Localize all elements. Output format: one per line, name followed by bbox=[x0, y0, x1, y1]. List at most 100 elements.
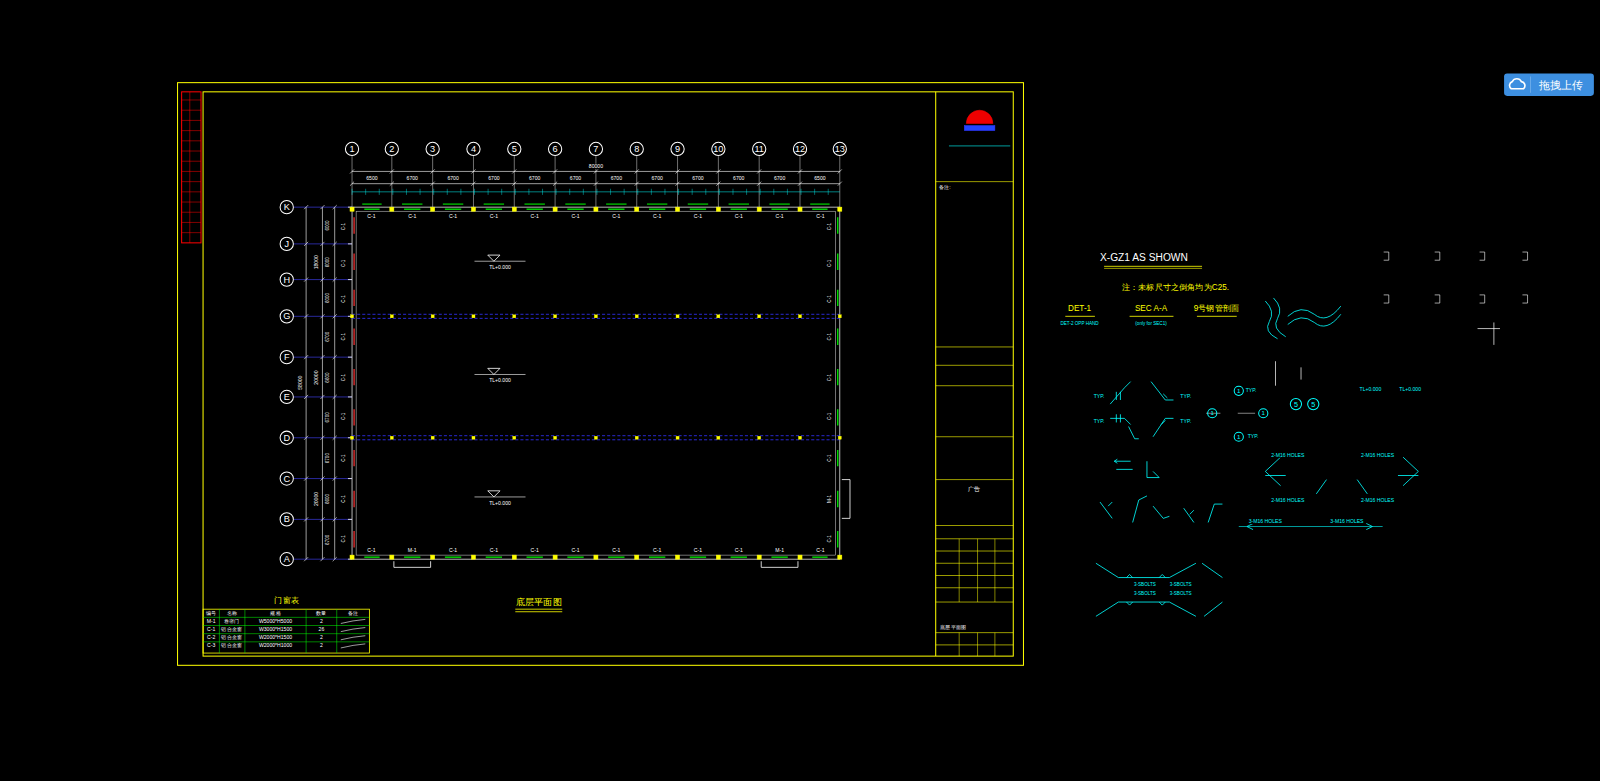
dimension-tick bbox=[320, 517, 324, 521]
window-mark bbox=[608, 209, 624, 210]
axis-label: 4 bbox=[471, 144, 476, 153]
plate-outline bbox=[1403, 457, 1418, 486]
column-dot bbox=[513, 436, 516, 439]
window-mark bbox=[731, 209, 747, 210]
dimension-tick bbox=[528, 189, 529, 195]
column-dot bbox=[351, 315, 354, 318]
dimension-tick bbox=[379, 189, 380, 195]
bolt-note: 3-SBOLTS bbox=[1133, 583, 1157, 588]
window-mark bbox=[837, 450, 838, 466]
revision-strip-line bbox=[182, 222, 201, 223]
remark-symbol bbox=[341, 628, 365, 632]
door-mark bbox=[394, 561, 431, 567]
detail-title: DET-1 bbox=[1067, 305, 1092, 313]
dimension-tick bbox=[678, 189, 679, 195]
bolt-note: 3-SBOLTS bbox=[1169, 592, 1193, 597]
typical-note: TYP. bbox=[1179, 419, 1192, 424]
axis-label: 12 bbox=[795, 144, 805, 153]
window-mark bbox=[771, 209, 787, 210]
dimension-tick bbox=[501, 189, 502, 195]
dimension-tick bbox=[304, 395, 308, 399]
title-block-line bbox=[959, 539, 960, 602]
title-underline bbox=[1104, 266, 1202, 267]
window-tag: C-1 bbox=[342, 332, 347, 341]
dimension-tick bbox=[320, 436, 324, 440]
beam-line bbox=[352, 439, 840, 440]
dimension-tick bbox=[542, 189, 543, 195]
arrow-symbol bbox=[1247, 523, 1373, 529]
section-symbol bbox=[1522, 295, 1527, 303]
window-tag: C-1 bbox=[489, 547, 499, 552]
grid-line bbox=[391, 156, 392, 207]
window-tag: C-1 bbox=[489, 214, 499, 219]
window-tag: C-1 bbox=[652, 214, 662, 219]
window-mark bbox=[812, 209, 827, 210]
axis-symbol bbox=[1493, 322, 1494, 344]
dimension-tick bbox=[760, 189, 761, 195]
column-dot bbox=[798, 436, 801, 439]
column-mark bbox=[350, 207, 354, 211]
axis-bubble: B bbox=[280, 512, 294, 526]
elevation-text: TL+0.000 bbox=[488, 501, 512, 506]
title-block-line bbox=[936, 587, 1014, 588]
title-block-text: 备注: bbox=[938, 185, 952, 190]
beam-line bbox=[352, 318, 840, 319]
column-dot bbox=[594, 315, 597, 318]
window-tag: C-1 bbox=[652, 547, 662, 552]
column-dot bbox=[635, 315, 638, 318]
dimension-tick bbox=[333, 242, 337, 246]
dimension-text: 6700 bbox=[691, 176, 704, 181]
dimension-tick bbox=[320, 242, 324, 246]
window-mark bbox=[364, 557, 379, 558]
axis-bubble: 13 bbox=[833, 142, 847, 156]
break-symbol bbox=[1273, 298, 1285, 337]
remark-symbol bbox=[341, 644, 365, 648]
dimension-line bbox=[352, 171, 840, 172]
detail-title: SEC A-A bbox=[1134, 305, 1168, 313]
hole-note: 2-M16 HOLES bbox=[1270, 453, 1305, 458]
grid-line bbox=[799, 156, 800, 207]
axis-bubble: 11 bbox=[752, 142, 766, 156]
window-mark bbox=[647, 204, 667, 205]
axis-label: 5 bbox=[1311, 401, 1315, 408]
dimension-tick bbox=[828, 189, 829, 195]
title-block-line bbox=[936, 365, 1014, 366]
column-mark bbox=[676, 207, 680, 211]
window-mark bbox=[837, 491, 838, 507]
window-mark bbox=[527, 557, 543, 558]
axis-bubble: 10 bbox=[711, 142, 725, 156]
axis-label: 9 bbox=[675, 144, 680, 153]
title-block-line bbox=[936, 346, 1014, 347]
title-block-line bbox=[936, 436, 1014, 437]
revision-strip-line bbox=[182, 212, 201, 213]
column-dot bbox=[717, 315, 720, 318]
axis-bubble: 1 bbox=[1207, 408, 1217, 418]
column-mark bbox=[676, 555, 680, 559]
dimension-text: 6500 bbox=[365, 176, 378, 181]
dimension-line bbox=[334, 207, 335, 559]
grid-line bbox=[432, 156, 433, 207]
window-tag: C-1 bbox=[342, 294, 347, 303]
dimension-text: 6600 bbox=[326, 493, 331, 505]
dimension-tick bbox=[304, 477, 308, 481]
title-block-line bbox=[936, 551, 1014, 552]
axis-bubble: D bbox=[280, 431, 294, 445]
inner-frame bbox=[203, 92, 1013, 656]
wall-mark bbox=[348, 357, 352, 358]
axis-bubble: 5 bbox=[507, 142, 521, 156]
table-cell: 备注 bbox=[347, 611, 359, 616]
dimension-text: 6000 bbox=[326, 292, 331, 304]
window-mark bbox=[445, 557, 461, 558]
break-symbol bbox=[1265, 301, 1277, 339]
axis-label: 1 bbox=[1237, 434, 1240, 440]
window-mark bbox=[812, 557, 827, 558]
axis-bubble: 4 bbox=[466, 142, 480, 156]
window-tag: C-1 bbox=[611, 214, 621, 219]
dimension-tick bbox=[420, 189, 421, 195]
detail-subtitle: (only for SEC1) bbox=[1134, 322, 1167, 327]
dimension-tick bbox=[304, 205, 308, 209]
column-mark bbox=[553, 207, 557, 211]
window-tag: C-1 bbox=[570, 547, 580, 552]
dimension-tick bbox=[333, 557, 337, 561]
window-mark bbox=[649, 557, 665, 558]
